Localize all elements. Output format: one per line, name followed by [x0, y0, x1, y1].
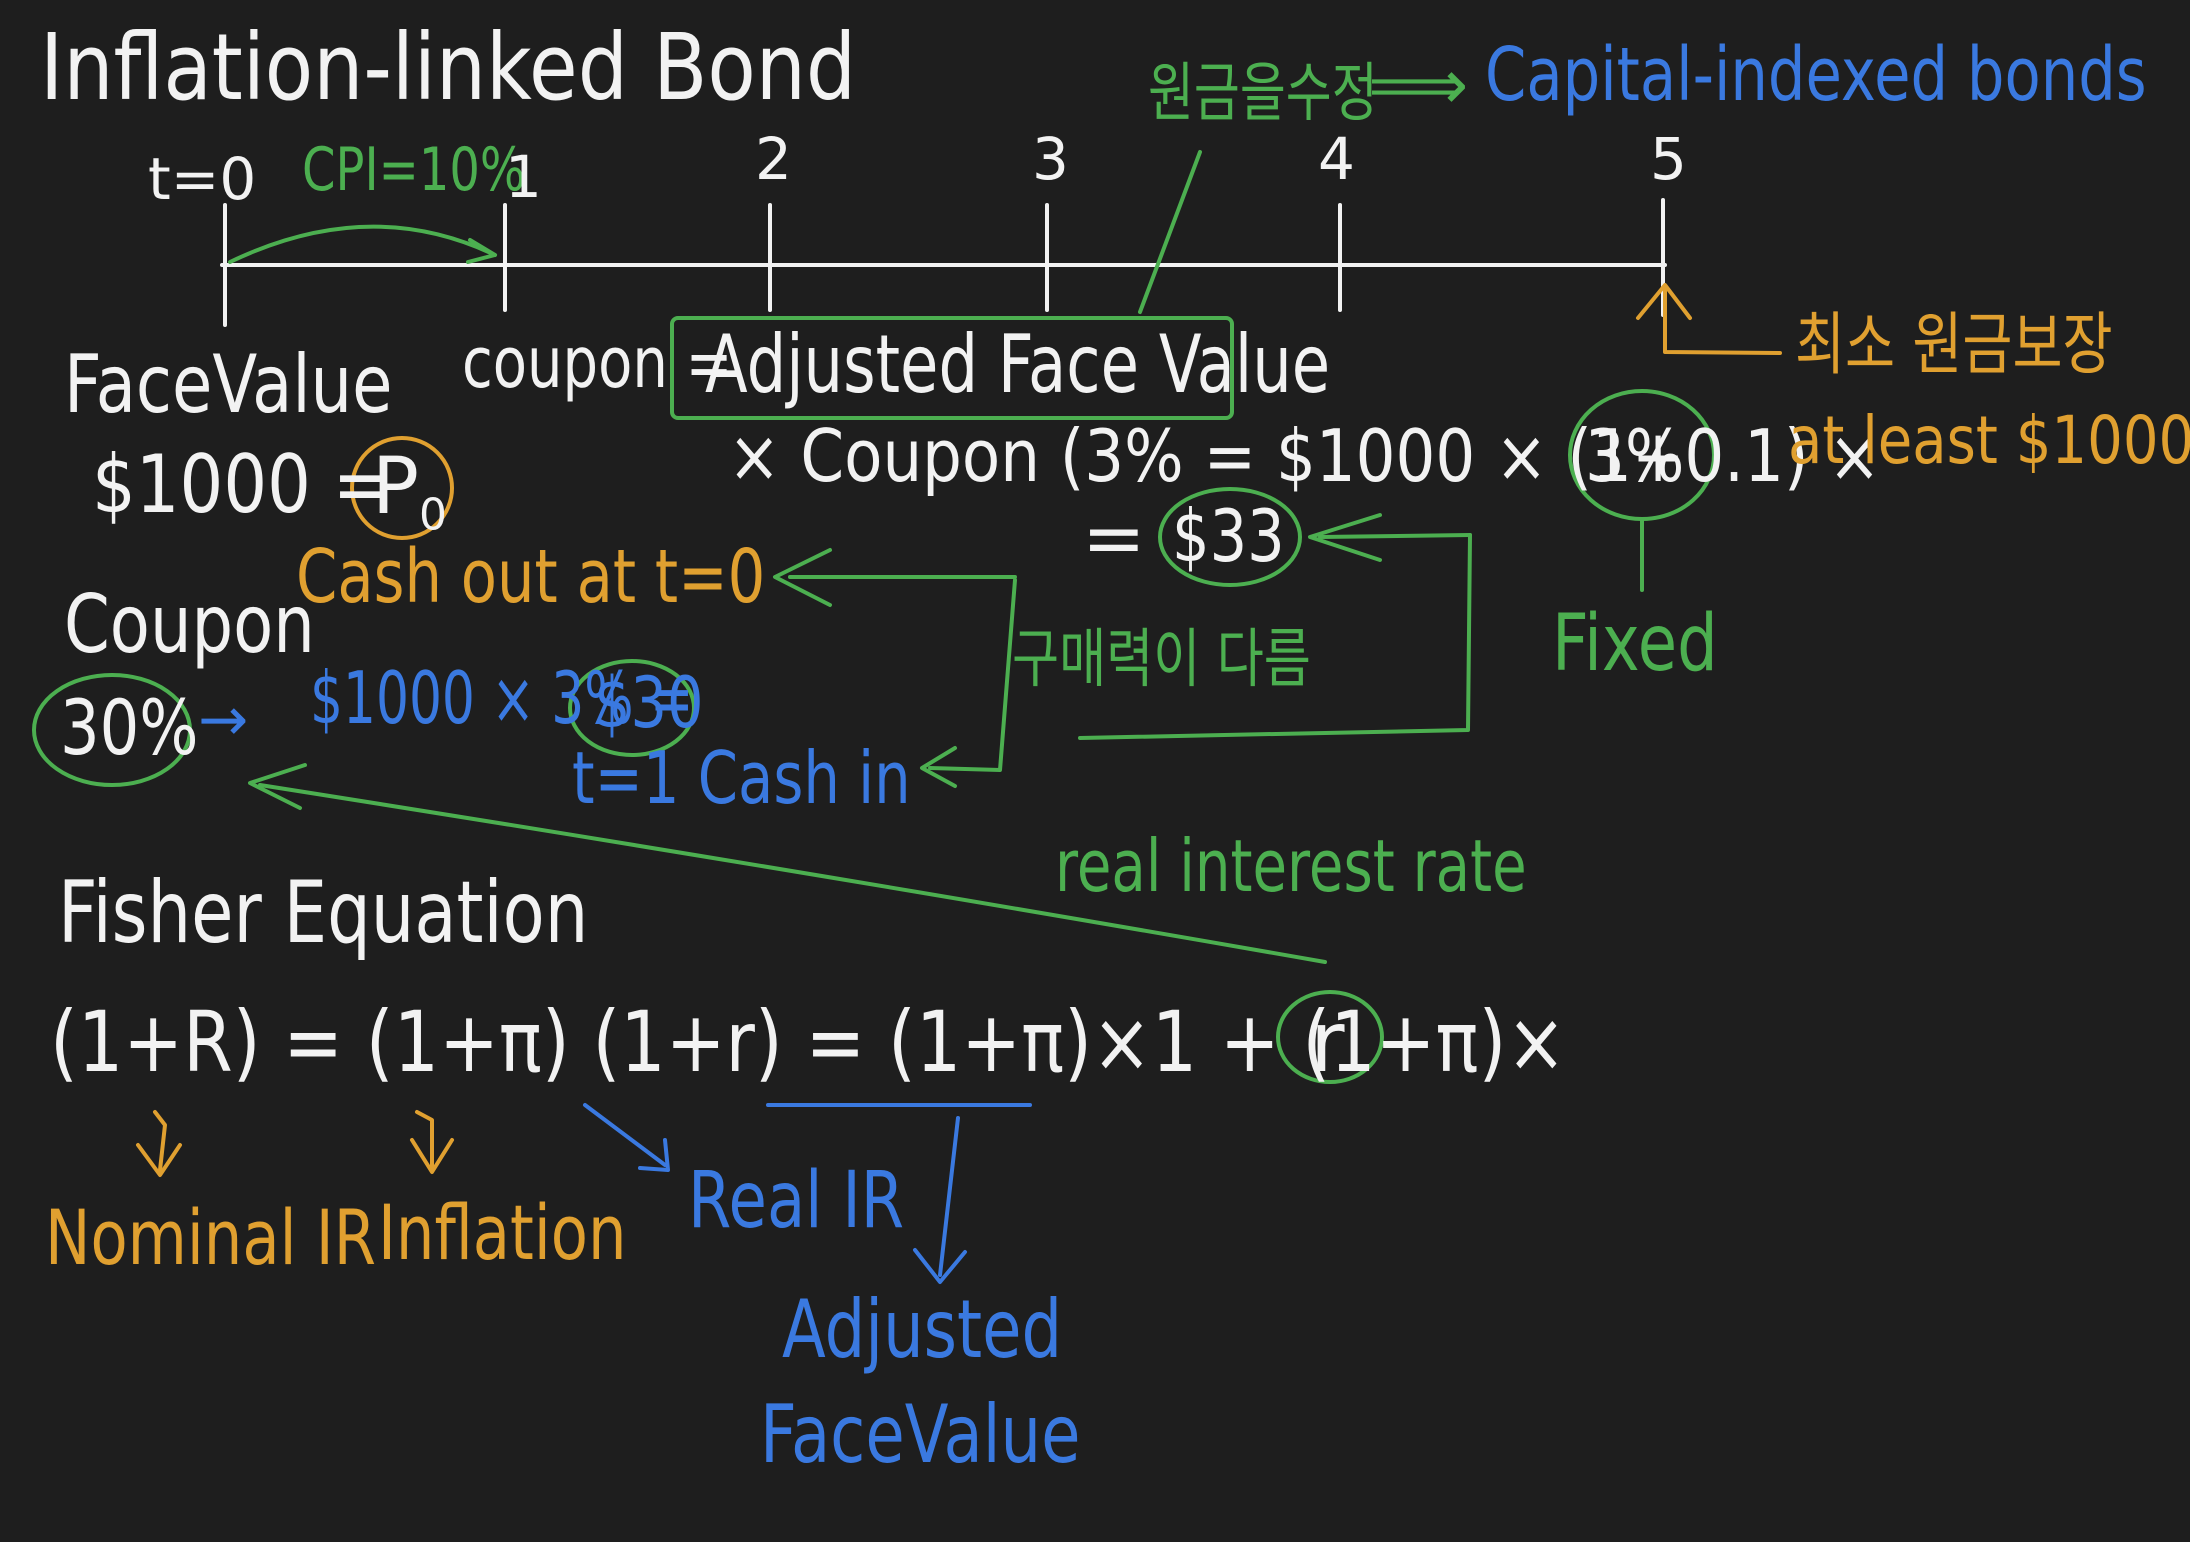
inflation-arrow: [415, 1110, 434, 1170]
inflation-label: Inflation: [378, 1188, 627, 1277]
real-interest-rate-label: real interest rate: [1055, 824, 1527, 908]
circle-r: [1276, 990, 1384, 1084]
real-ir-label: Real IR: [688, 1156, 905, 1246]
guarantee-korean: 최소 원금보장: [1795, 306, 2113, 385]
circle-p0: [350, 436, 454, 540]
face-value-amount: $1000 =: [92, 438, 391, 531]
cpi-label: CPI=10%: [302, 135, 526, 205]
nominal-ir-label: Nominal IR: [45, 1193, 376, 1282]
cash-out-label: Cash out at t=0: [296, 534, 766, 620]
fisher-equation: (1+R) = (1+π) (1+r) = (1+π)×1 + (1+π)×: [50, 993, 1567, 1091]
guarantee-arrow: [1663, 288, 1782, 355]
real-ir-arrow: [583, 1103, 667, 1167]
top-note-connector: [1138, 150, 1202, 314]
top-note-arrow: ⟹: [1368, 44, 1469, 126]
fixed-label: Fixed: [1552, 599, 1718, 689]
loop-middle-arrowhead: [920, 746, 957, 788]
inflation-arrowhead: [410, 1138, 454, 1174]
coupon-rate-value: 30%: [60, 683, 199, 772]
loop-middle-line: [928, 578, 1017, 772]
real-rate-arrow: [258, 783, 1327, 964]
guarantee-arrowhead: [1636, 283, 1692, 320]
adjusted-label-line2: FaceValue: [760, 1388, 1081, 1481]
coupon-result-equals: =: [1082, 493, 1146, 582]
coupon-formula-line2: × Coupon (3% = $1000 × (1+0.1) ×: [728, 414, 1881, 498]
p0-symbol: P0: [372, 448, 447, 538]
page-title: Inflation-linked Bond: [40, 14, 857, 121]
p0-letter: P: [372, 442, 420, 532]
real-ir-arrowhead: [638, 1138, 670, 1172]
timeline-label-3: 3: [1032, 125, 1069, 193]
guarantee-english: at least $1000: [1788, 402, 2190, 479]
adjusted-label-line1: Adjusted: [782, 1283, 1063, 1376]
circle-30pct: [32, 673, 192, 787]
circle-30: [568, 659, 696, 757]
face-value-label: FaceValue: [64, 338, 393, 431]
cash-out-arrowhead: [773, 548, 832, 607]
coupon-formula-prefix: coupon =: [462, 322, 733, 404]
cash-in-label: t=1 Cash in: [572, 736, 911, 820]
fisher-circled-r: r: [1310, 993, 1345, 1091]
timeline-label-t0: t=0: [148, 145, 257, 213]
circled-coupon-rate: 3%: [1585, 414, 1685, 498]
p0-subscript: 0: [419, 489, 448, 541]
timeline-label-2: 2: [755, 125, 792, 193]
coupon-label: Coupon: [64, 578, 315, 671]
nominal-arrowhead: [136, 1143, 182, 1177]
purchasing-power-note: 구매력이 다름: [1012, 623, 1311, 697]
coupon-calc: $1000 × 3% =: [310, 656, 694, 740]
coupon-calc-result: $30: [594, 662, 704, 744]
top-note-english: Capital-indexed bonds: [1485, 32, 2147, 118]
adjusted-arrow: [938, 1116, 960, 1277]
adjusted-face-value-box: [670, 316, 1234, 420]
loop-right-line: [1078, 533, 1472, 740]
timeline-label-5: 5: [1650, 125, 1687, 193]
adjusted-arrowhead: [913, 1248, 967, 1284]
timeline-label-4: 4: [1318, 125, 1355, 193]
coupon-result-value: $33: [1172, 494, 1285, 578]
adjusted-face-value-boxed: Adjusted Face Value: [705, 318, 1331, 411]
circle-33: [1158, 487, 1302, 587]
nominal-arrow: [153, 1110, 167, 1172]
top-note-korean: 원금을수정: [1148, 57, 1378, 131]
fisher-title: Fisher Equation: [58, 863, 589, 963]
timeline-label-1: 1: [505, 143, 542, 211]
cpi-arc-arrow: [228, 224, 497, 264]
coupon-rate-arrow: →: [198, 685, 249, 755]
circle-33-arrowhead: [1308, 513, 1382, 562]
real-rate-arrowhead: [248, 763, 307, 810]
cpi-arc-arrowhead: [466, 238, 497, 264]
circle-33-arrow: [1318, 533, 1472, 539]
